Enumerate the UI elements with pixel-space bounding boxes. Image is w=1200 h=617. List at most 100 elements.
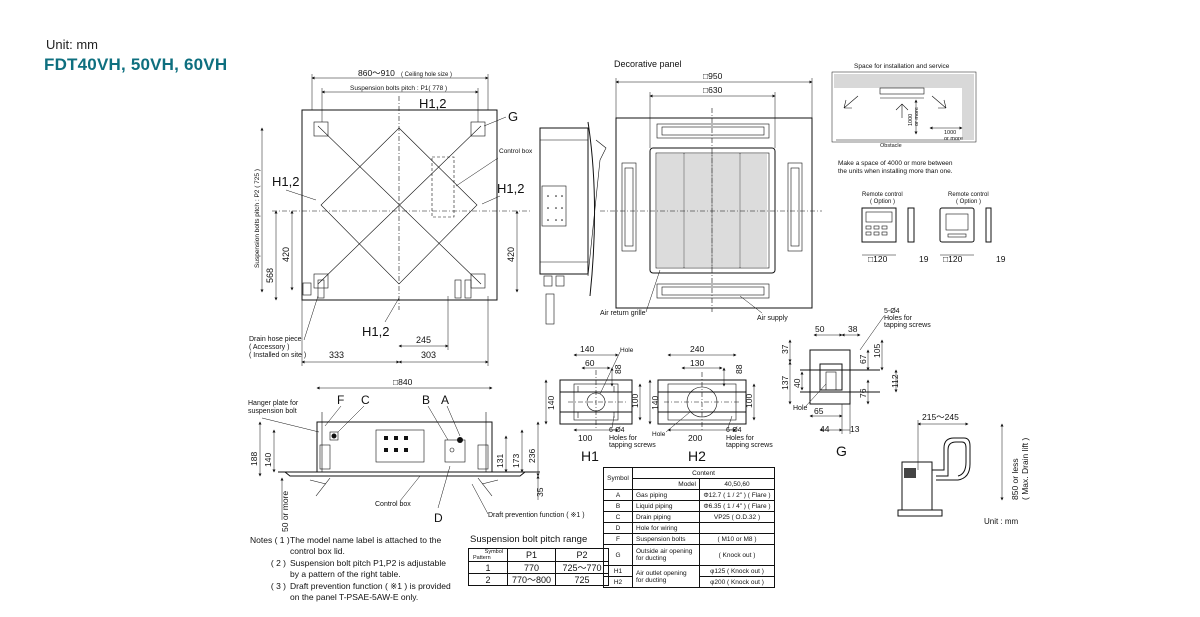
sym-v: VP25 ( O.D.32 ) xyxy=(699,511,775,523)
service-obstacle: Obstacle xyxy=(880,143,902,149)
top-view: 860～910 ( Ceiling hole size ) Suspension… xyxy=(249,68,533,366)
dim-131: 131 xyxy=(495,454,505,468)
sym-h-content: Content xyxy=(632,467,775,479)
service-space-diagram: Space for installation and service 1000o… xyxy=(831,63,977,175)
model-title: FDT40VH, 50VH, 60VH xyxy=(44,55,228,74)
sym-s: D xyxy=(603,522,633,534)
pitch-table-title: Suspension bolt pitch range xyxy=(470,534,588,545)
note-2-key: ( 2 ) xyxy=(270,558,286,568)
sym-n: Drain piping xyxy=(632,511,700,523)
label-h12-left: H1,2 xyxy=(272,174,299,189)
dim-35: 35 xyxy=(535,487,545,497)
pitch-cell: 1 xyxy=(468,561,508,574)
label-drain-hose: Drain hose piece ( Accessory ) ( Install… xyxy=(249,336,306,359)
front-panel-view: Decorative panel □950 □630 Air return gr… xyxy=(600,59,822,322)
dim-840: □840 xyxy=(393,377,413,387)
remote1-depth: 19 xyxy=(919,254,929,264)
g-hole: Hole xyxy=(793,405,808,412)
label-a: A xyxy=(441,393,449,407)
note-2: ( 2 ) Suspension bolt pitch P1,P2 is adj… xyxy=(250,558,451,580)
label-air-return: Air return grille xyxy=(600,310,646,317)
sym-v: Φ6.35 ( 1 / 4" ) ( Flare ) xyxy=(699,500,775,512)
symbol-model-row: Model 40,50,60 xyxy=(604,478,775,490)
g-dim-105: 105 xyxy=(872,344,882,358)
g-dim-50: 50 xyxy=(815,324,825,334)
dim-ceiling-hole: 860～910 xyxy=(358,68,395,78)
dim-pitch-p1: Suspension bolts pitch : P1( 778 ) xyxy=(350,85,447,92)
label-b: B xyxy=(422,393,430,407)
h2-label: H2 xyxy=(688,448,706,464)
table-row: 2 770～800 725 xyxy=(468,573,610,586)
h1-dim-100v: 100 xyxy=(630,394,640,408)
note-1-key: Notes ( 1 ) xyxy=(250,535,290,545)
g-dim-13: 13 xyxy=(850,424,860,434)
h2-hole: Hole xyxy=(652,431,666,438)
h1-dim-140: 140 xyxy=(580,344,594,354)
h2-dim-130: 130 xyxy=(690,358,704,368)
service-dim-1000-a: 1000or more xyxy=(908,107,920,126)
sym-s: H2 xyxy=(603,576,633,588)
g-dim-40: 40 xyxy=(792,378,802,388)
pitch-table: Symbol Pattern P1 P2 1 770 725～770 2 770… xyxy=(468,548,610,586)
dim-303: 303 xyxy=(421,350,436,360)
label-decorative-panel: Decorative panel xyxy=(614,59,682,69)
sym-model-val: 40,50,60 xyxy=(699,478,775,490)
pitch-h-p1: P1 xyxy=(506,548,557,562)
dim-pitch-p2: Suspension bolts pitch : P2 ( 725 ) xyxy=(254,169,261,268)
label-f: F xyxy=(337,393,344,407)
service-note: Make a space of 4000 or more between the… xyxy=(838,160,954,175)
sym-h-symbol: Symbol xyxy=(603,467,633,490)
dim-188: 188 xyxy=(249,452,259,466)
g-dim-67: 67 xyxy=(858,354,868,364)
h2-dim-100v: 100 xyxy=(744,394,754,408)
table-row: 1 770 725～770 xyxy=(468,561,610,574)
sym-s: A xyxy=(603,489,633,501)
remote1-width: □120 xyxy=(868,254,888,264)
remote1-label: Remote control( Option ) xyxy=(862,192,903,205)
h1-label: H1 xyxy=(581,448,599,464)
h1-dim-100: 100 xyxy=(578,433,592,443)
service-space-title: Space for installation and service xyxy=(854,63,950,70)
dim-630: □630 xyxy=(703,85,723,95)
sym-n: Suspension bolts xyxy=(632,533,700,545)
notes-block: Notes ( 1 ) The model name label is atta… xyxy=(250,535,451,603)
pitch-cell: 725 xyxy=(555,573,610,586)
dim-50-or-more: 50 or more xyxy=(280,491,290,532)
remote-controls: Remote control( Option ) □120 19 Remote … xyxy=(861,192,1006,264)
pitch-header: Symbol Pattern P1 P2 xyxy=(468,548,610,562)
remote2-label: Remote control( Option ) xyxy=(948,192,989,205)
sym-n: Liquid piping xyxy=(632,500,700,512)
h2-dim-200: 200 xyxy=(688,433,702,443)
g-dim-37: 37 xyxy=(780,344,790,354)
dim-333: 333 xyxy=(329,350,344,360)
grille-pattern xyxy=(655,152,770,269)
dim-245: 245 xyxy=(416,335,431,345)
dim-420-left: 420 xyxy=(281,247,291,262)
pitch-cell: 725～770 xyxy=(555,561,610,574)
label-h12-bottom: H1,2 xyxy=(362,324,389,339)
sym-s: F xyxy=(603,533,633,545)
label-air-supply: Air supply xyxy=(757,315,788,322)
drain-dim-215-245: 215～245 xyxy=(922,412,959,422)
dim-420-right: 420 xyxy=(506,247,516,262)
sym-n: Gas piping xyxy=(632,489,700,501)
label-d: D xyxy=(434,511,443,525)
label-g: G xyxy=(508,109,518,124)
dim-140: 140 xyxy=(263,453,273,467)
h1-dim-140v: 140 xyxy=(546,396,556,410)
g-label: G xyxy=(836,443,847,459)
note-3: ( 3 ) Draft prevention function ( ※1 ) i… xyxy=(250,581,451,603)
remote2-width: □120 xyxy=(943,254,963,264)
h2-dim-240: 240 xyxy=(690,344,704,354)
